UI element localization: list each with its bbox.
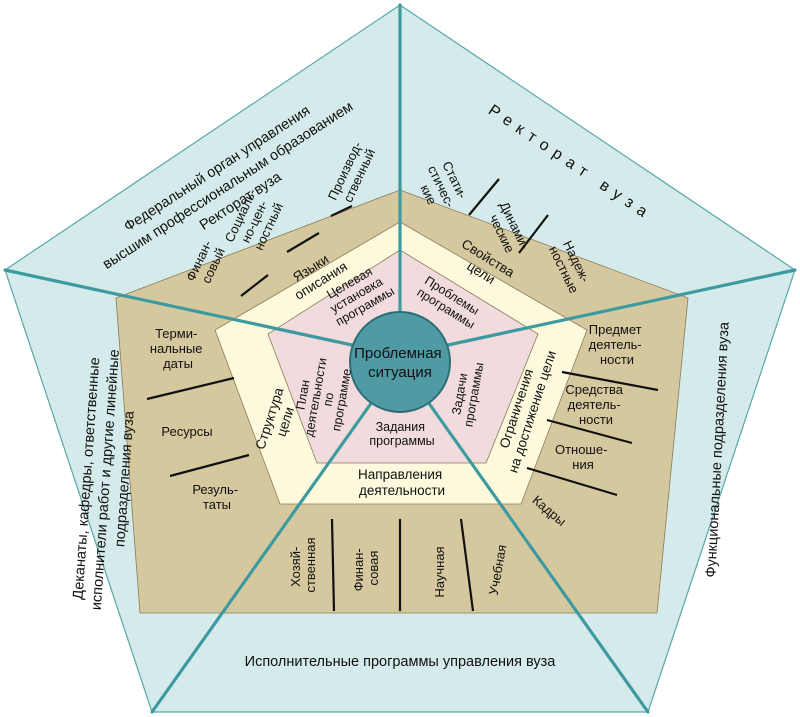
divider-l-1 xyxy=(146,376,235,401)
cell-line: Средства xyxy=(565,382,623,397)
pink-line: Задания xyxy=(376,420,425,434)
cell-line: Ресурсы xyxy=(161,424,212,439)
cell-line: нальные xyxy=(150,341,203,356)
divider-tl-3 xyxy=(330,205,353,217)
cell-line: ности xyxy=(600,352,634,367)
core-circle xyxy=(349,311,451,413)
cream-activity-directions: Направления деятельности xyxy=(358,467,446,498)
cell-line: деятель- xyxy=(568,397,621,412)
cell-line: ности xyxy=(579,412,613,427)
pink-line: План xyxy=(294,379,313,411)
cell-line: деятель- xyxy=(589,337,642,352)
divider-tr-1 xyxy=(468,178,500,216)
outer-label-line: Исполнительные программы управления вуза xyxy=(245,654,557,670)
pink-line: программы xyxy=(369,434,434,448)
divider-tl-2 xyxy=(286,232,320,253)
outer-pentagon-border xyxy=(4,4,796,713)
divider-r-2 xyxy=(546,418,633,445)
cream-band-border xyxy=(214,221,588,505)
spoke-bottom-left xyxy=(150,400,374,714)
cell-line: совая xyxy=(366,551,381,586)
core-label: Проблемная ситуация xyxy=(354,345,446,381)
cell-financial-activity: Финан- совая xyxy=(351,545,381,592)
cell-line: Научная xyxy=(432,546,447,597)
outer-label-bottom: Исполнительные программы управления вуза xyxy=(245,654,557,670)
cell-results: Резуль- таты xyxy=(192,482,241,512)
divider-tr-2 xyxy=(518,214,549,254)
cell-line: Хозяй- xyxy=(288,547,303,587)
divider-r-3 xyxy=(526,466,618,497)
cell-line: Отноше- xyxy=(555,442,607,457)
cell-social-value: Социаль- но-цен- ностный xyxy=(222,183,289,257)
cell-line: Финан- xyxy=(351,548,366,591)
divider-b-1 xyxy=(330,518,336,612)
cell-line: ния xyxy=(572,457,593,472)
spoke-left xyxy=(3,268,354,347)
cell-line: Терми- xyxy=(155,326,197,341)
cell-line: таты xyxy=(203,497,231,512)
cream-line: деятельности xyxy=(359,483,445,498)
cell-line: Предмет xyxy=(589,322,642,337)
cell-economic: Хозяй- ственная xyxy=(288,537,318,592)
cell-line: ственная xyxy=(303,537,318,592)
cream-line: Направления xyxy=(358,467,442,482)
core-label-line: Проблемная xyxy=(354,345,442,362)
cell-line: Резуль- xyxy=(192,482,238,497)
tan-band-border xyxy=(115,189,689,614)
divider-r-1 xyxy=(561,370,659,392)
pink-line: по xyxy=(321,391,337,407)
spokes xyxy=(3,3,797,714)
cell-means: Средства деятель- ности xyxy=(565,382,626,427)
divider-l-2 xyxy=(169,453,250,478)
cell-terminal-dates: Терми- нальные даты xyxy=(150,326,206,371)
divider-b-3 xyxy=(459,518,475,612)
spoke-right xyxy=(446,268,797,347)
cell-scientific: Научная xyxy=(432,546,447,597)
divider-tl-1 xyxy=(240,274,269,297)
cell-dividers xyxy=(146,178,659,612)
cell-subject: Предмет деятель- ности xyxy=(589,322,646,367)
pink-band-border xyxy=(267,249,539,464)
pink-program-assignments: Задания программы xyxy=(369,420,434,448)
cell-relations: Отноше- ния xyxy=(555,442,611,472)
cell-line: даты xyxy=(163,356,193,371)
core-label-line: ситуация xyxy=(368,364,432,381)
cell-resources: Ресурсы xyxy=(161,424,212,439)
spoke-bottom-right xyxy=(426,400,650,714)
